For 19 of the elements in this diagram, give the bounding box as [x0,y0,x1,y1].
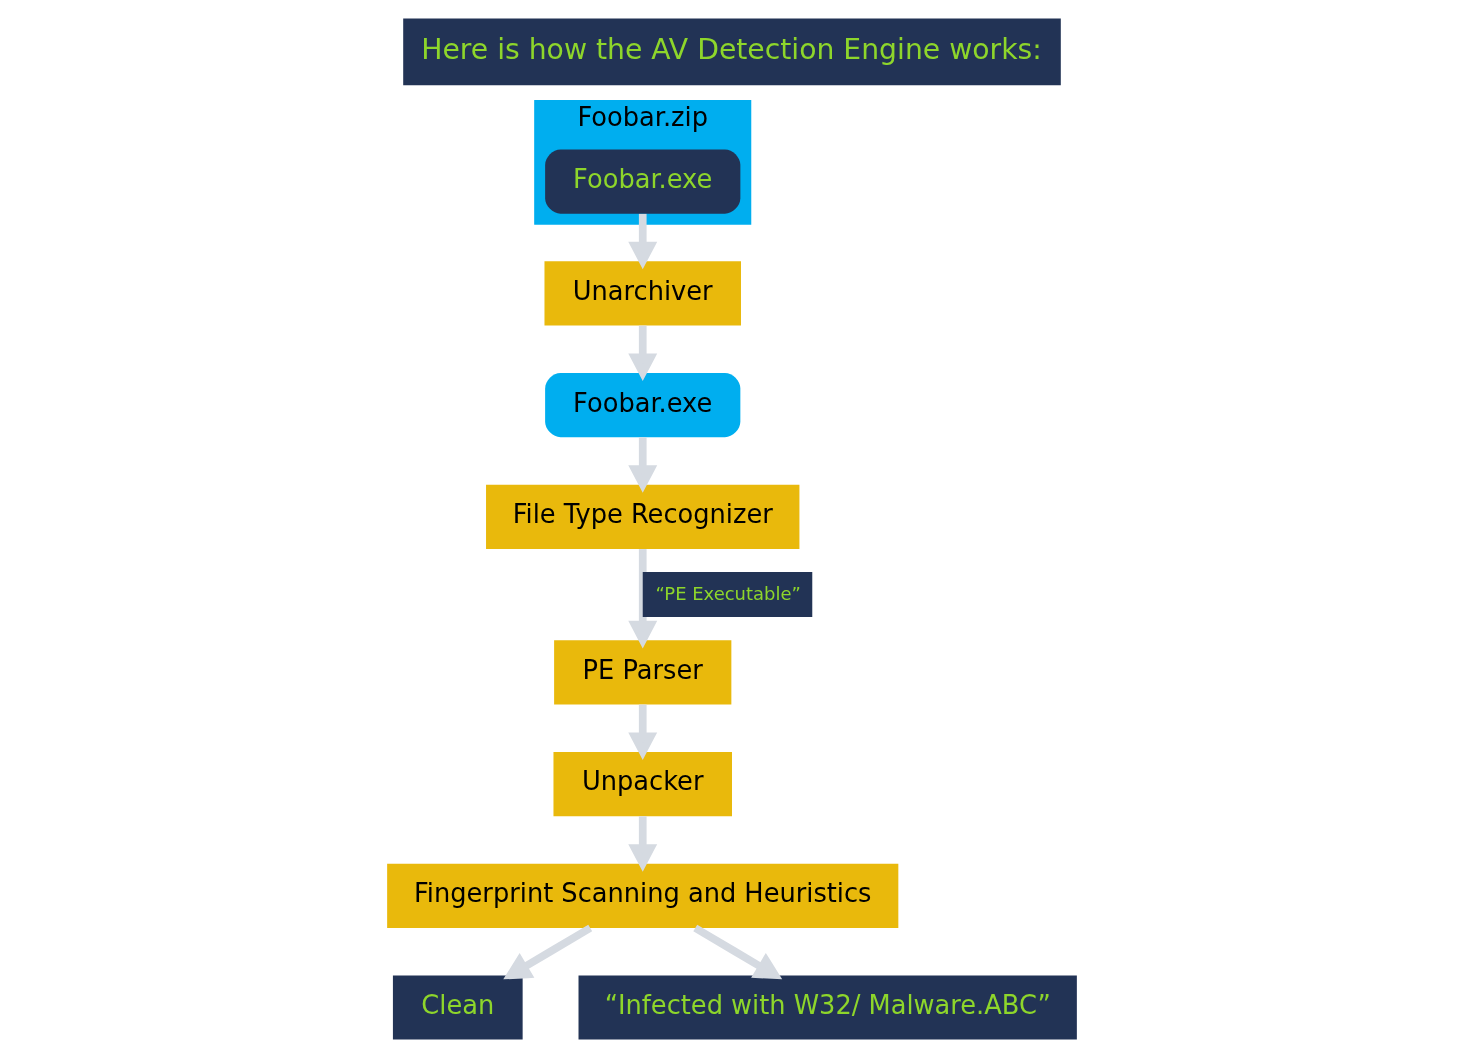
arrow [627,816,657,872]
node-box: Unarchiver [544,261,741,326]
node-box: “Infected with W32/ Malware.ABC” [578,975,1077,1040]
arrow [627,549,657,649]
arrow [692,924,782,980]
arrow [627,437,657,493]
node-box: Foobar.exe [544,373,740,438]
node-box: Clean [392,975,523,1040]
node-box: Foobar.exe [544,149,740,214]
node-box: File Type Recognizer [485,484,799,549]
arrow [627,213,657,270]
diagram-title: Here is how the AV Detection Engine works: [420,33,1042,67]
arrow [627,704,657,760]
node-box: PE Parser [553,640,731,705]
arrow [502,924,592,980]
arrow [627,325,657,382]
node-box: Unpacker [552,751,732,817]
edge-label: “PE Executable” [655,582,801,604]
node-box: Fingerprint Scanning and Heuristics [386,863,898,928]
